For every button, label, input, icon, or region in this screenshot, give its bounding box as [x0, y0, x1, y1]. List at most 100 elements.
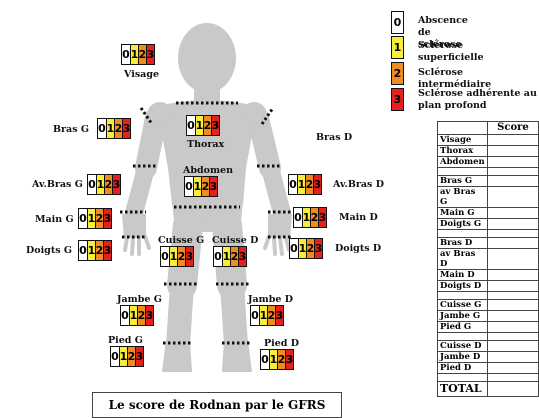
table-cell-score[interactable] [487, 374, 538, 382]
scale-cell-1[interactable]: 1 [129, 306, 137, 325]
table-cell-score[interactable] [487, 187, 538, 208]
scale-cell-0[interactable]: 0 [185, 177, 193, 196]
scale-cell-0[interactable]: 0 [289, 175, 297, 194]
table-cell-score[interactable] [487, 249, 538, 270]
table-cell-score[interactable] [487, 135, 538, 146]
scale-cell-0[interactable]: 0 [214, 247, 222, 266]
scale-cell-1[interactable]: 1 [298, 239, 306, 258]
table-cell-score[interactable] [487, 292, 538, 300]
scale-cell-0[interactable]: 0 [251, 306, 259, 325]
scale-cell-0[interactable]: 0 [290, 239, 298, 258]
table-cell-score[interactable] [487, 146, 538, 157]
scale-cell-3[interactable]: 3 [146, 45, 154, 64]
scale-cell-0[interactable]: 0 [88, 175, 96, 194]
table-cell-score[interactable] [487, 333, 538, 341]
scale-cell-2[interactable]: 2 [201, 177, 209, 196]
scale-cell-1[interactable]: 1 [297, 175, 305, 194]
scale-cell-0[interactable]: 0 [79, 209, 87, 228]
table-cell-score[interactable] [487, 230, 538, 238]
scale-cell-2[interactable]: 2 [277, 350, 285, 369]
table-cell-score[interactable] [487, 382, 538, 397]
scale-cell-2[interactable]: 2 [230, 247, 238, 266]
scale-cell-3[interactable]: 3 [185, 247, 193, 266]
scale-cell-1[interactable]: 1 [96, 175, 104, 194]
scale-cell-2[interactable]: 2 [127, 347, 135, 366]
scale-cell-3[interactable]: 3 [145, 306, 153, 325]
scale-cell-0[interactable]: 0 [121, 306, 129, 325]
scale-cell-1[interactable]: 1 [119, 347, 127, 366]
scale-cell-3[interactable]: 3 [135, 347, 143, 366]
scale-cell-2[interactable]: 2 [114, 119, 122, 138]
scale-cell-2[interactable]: 2 [306, 239, 314, 258]
scale-cell-2[interactable]: 2 [305, 175, 313, 194]
scale-cell-1[interactable]: 1 [195, 116, 203, 135]
scale-cell-0[interactable]: 0 [294, 208, 302, 227]
scale-cell-0[interactable]: 0 [79, 241, 87, 260]
table-cell-score[interactable] [487, 168, 538, 176]
table-cell-score[interactable] [487, 352, 538, 363]
scale-cell-2[interactable]: 2 [104, 175, 112, 194]
scale-cell-3[interactable]: 3 [238, 247, 246, 266]
table-cell-score[interactable] [487, 238, 538, 249]
scale-cell-1[interactable]: 1 [302, 208, 310, 227]
scale-cell-1[interactable]: 1 [193, 177, 201, 196]
table-cell-score[interactable] [487, 311, 538, 322]
scale-cell-2[interactable]: 2 [310, 208, 318, 227]
scale-cell-0[interactable]: 0 [122, 45, 130, 64]
scale-cell-3[interactable]: 3 [285, 350, 293, 369]
scale-cell-1[interactable]: 1 [87, 209, 95, 228]
scale-cell-3[interactable]: 3 [122, 119, 130, 138]
scale-cell-2[interactable]: 2 [138, 45, 146, 64]
scale-cell-3[interactable]: 3 [209, 177, 217, 196]
scale-cell-3[interactable]: 3 [112, 175, 120, 194]
scale-cell-1[interactable]: 1 [169, 247, 177, 266]
scale-cell-2[interactable]: 2 [203, 116, 211, 135]
scale-cell-2[interactable]: 2 [95, 241, 103, 260]
scale-cell-0[interactable]: 0 [187, 116, 195, 135]
table-cell-score[interactable] [487, 341, 538, 352]
scale-cell-1[interactable]: 1 [106, 119, 114, 138]
table-cell-score[interactable] [487, 208, 538, 219]
scale-cell-3[interactable]: 3 [318, 208, 326, 227]
table-cell-score[interactable] [487, 281, 538, 292]
scale-cell-0[interactable]: 0 [98, 119, 106, 138]
scale-cell-3[interactable]: 3 [275, 306, 283, 325]
scale-cell-3[interactable]: 3 [103, 241, 111, 260]
scale-cell-0[interactable]: 0 [111, 347, 119, 366]
scale-cell-2[interactable]: 2 [267, 306, 275, 325]
table-cell-score[interactable] [487, 322, 538, 333]
scale-cell-1[interactable]: 1 [222, 247, 230, 266]
scale-cell-0[interactable]: 0 [261, 350, 269, 369]
scale-cell-3[interactable]: 3 [211, 116, 219, 135]
scale-cell-2[interactable]: 2 [137, 306, 145, 325]
scale-cell-3[interactable]: 3 [103, 209, 111, 228]
scale-cell-3[interactable]: 3 [313, 175, 321, 194]
scale-cell-0[interactable]: 0 [161, 247, 169, 266]
scale-cell-2[interactable]: 2 [95, 209, 103, 228]
table-cell-score[interactable] [487, 300, 538, 311]
table-cell-score[interactable] [487, 363, 538, 374]
scale-cell-3[interactable]: 3 [314, 239, 322, 258]
table-cell-score[interactable] [487, 219, 538, 230]
scale-cell-2[interactable]: 2 [177, 247, 185, 266]
scale-cell-1[interactable]: 1 [269, 350, 277, 369]
table-cell-score[interactable] [487, 176, 538, 187]
table-cell-score[interactable] [487, 157, 538, 168]
scale-cell-1[interactable]: 1 [130, 45, 138, 64]
